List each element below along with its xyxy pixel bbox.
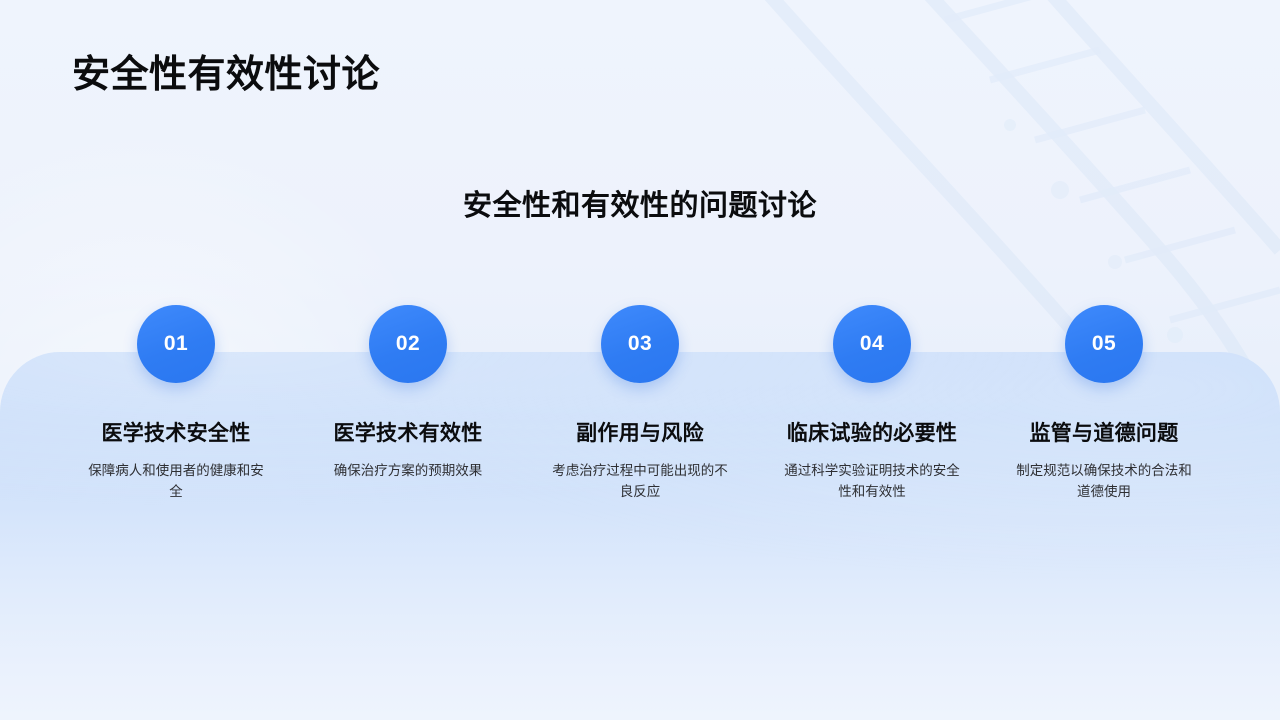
content-band xyxy=(0,352,1280,720)
page-title: 安全性有效性讨论 xyxy=(72,54,381,96)
step-item-05[interactable]: 05 监管与道德问题 制定规范以确保技术的合法和道德使用 xyxy=(988,305,1220,503)
step-title: 监管与道德问题 xyxy=(1029,422,1179,445)
step-title: 副作用与风险 xyxy=(576,422,704,445)
step-number-badge: 01 xyxy=(137,305,215,383)
step-title: 临床试验的必要性 xyxy=(786,422,958,445)
step-item-03[interactable]: 03 副作用与风险 考虑治疗过程中可能出现的不良反应 xyxy=(524,305,756,503)
step-item-02[interactable]: 02 医学技术有效性 确保治疗方案的预期效果 xyxy=(292,305,524,482)
step-description: 制定规范以确保技术的合法和道德使用 xyxy=(1016,463,1192,500)
step-number-badge: 03 xyxy=(601,305,679,383)
step-number-badge: 05 xyxy=(1065,305,1143,383)
step-description: 通过科学实验证明技术的安全性和有效性 xyxy=(784,463,960,500)
step-title: 医学技术安全性 xyxy=(101,422,251,445)
step-number-badge: 02 xyxy=(369,305,447,383)
step-title: 医学技术有效性 xyxy=(333,422,483,445)
section-heading: 安全性和有效性的问题讨论 xyxy=(462,190,817,222)
step-item-01[interactable]: 01 医学技术安全性 保障病人和使用者的健康和安全 xyxy=(60,305,292,503)
steps-list: 01 医学技术安全性 保障病人和使用者的健康和安全 02 医学技术有效性 确保治… xyxy=(60,305,1220,503)
step-number-badge: 04 xyxy=(833,305,911,383)
step-description: 确保治疗方案的预期效果 xyxy=(333,463,483,479)
step-description: 保障病人和使用者的健康和安全 xyxy=(88,463,264,500)
step-description: 考虑治疗过程中可能出现的不良反应 xyxy=(552,463,728,500)
step-item-04[interactable]: 04 临床试验的必要性 通过科学实验证明技术的安全性和有效性 xyxy=(756,305,988,503)
